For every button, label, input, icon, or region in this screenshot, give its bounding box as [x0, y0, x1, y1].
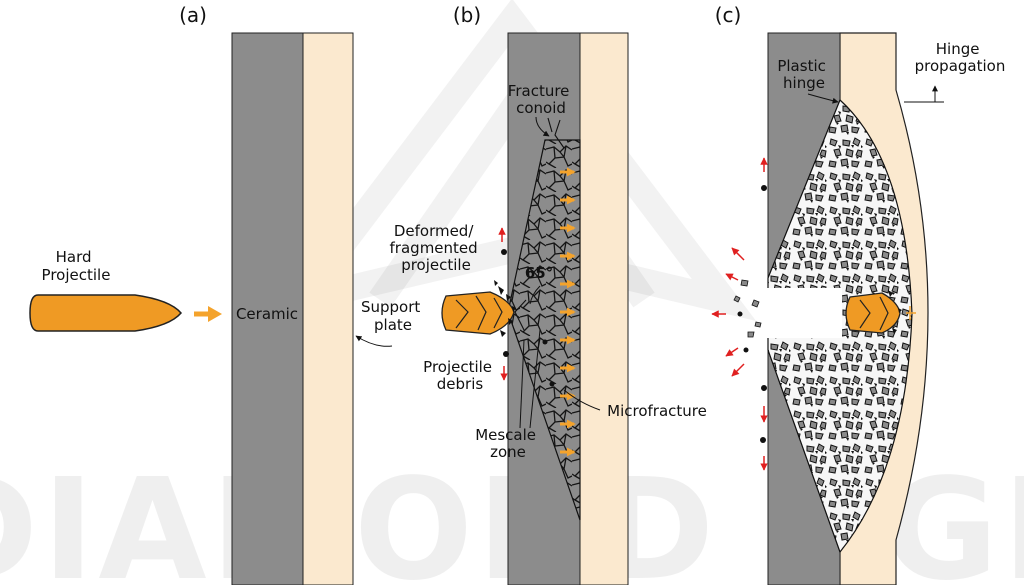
panel-a: Hard Projectile Ceramic Support plate — [29, 32, 425, 585]
plastic-hinge-label: Plastic hinge — [777, 57, 830, 92]
hard-projectile-shape — [29, 294, 182, 332]
panel-b: Fracture conoid Deformed/ fragmented pro… — [390, 32, 707, 585]
panel-label-a: (a) — [179, 3, 207, 27]
panel-c: Plastic hinge Hinge propagation — [711, 32, 1006, 585]
impact-direction-arrow — [194, 306, 222, 322]
ceramic-label: Ceramic — [236, 305, 298, 323]
hard-projectile-label: Hard Projectile — [42, 248, 111, 284]
hinge-thrust-arrows — [906, 306, 916, 320]
debris-arrows-b — [498, 227, 508, 381]
ejected-fragments-c — [733, 185, 767, 443]
penetration-cavity — [760, 288, 842, 338]
support-plate-b — [579, 32, 629, 585]
panel-label-b: (b) — [453, 3, 481, 27]
fragmented-projectile-c — [845, 290, 902, 334]
fragmented-projectile-b — [441, 280, 516, 337]
support-plate-leader — [355, 335, 393, 347]
ejection-arrows-c — [711, 157, 768, 471]
projectile-debris-label: Projectile debris — [423, 358, 497, 393]
fracture-conoid-label: Fracture conoid — [508, 82, 574, 117]
support-plate-a — [302, 32, 354, 585]
support-plate-label: Support plate — [361, 298, 425, 334]
angle-arc — [529, 285, 541, 305]
crack-lines — [514, 117, 565, 331]
panel-label-c: (c) — [715, 3, 742, 27]
plastic-hinge-leader — [807, 93, 839, 104]
ceramic-layer-a — [231, 32, 304, 585]
hinge-propagation-marker — [904, 85, 944, 103]
deformed-projectile-label: Deformed/ fragmented projectile — [390, 222, 483, 274]
compressive-wave-arrows — [560, 167, 576, 457]
debris-particles-b — [501, 249, 555, 387]
mescale-zone-label: Mescale zone — [475, 426, 541, 461]
leader-lines-b — [519, 116, 601, 429]
microfracture-label: Microfracture — [607, 402, 707, 420]
angle-label: 65° — [525, 264, 553, 282]
hinge-propagation-label: Hinge propagation — [915, 40, 1006, 75]
